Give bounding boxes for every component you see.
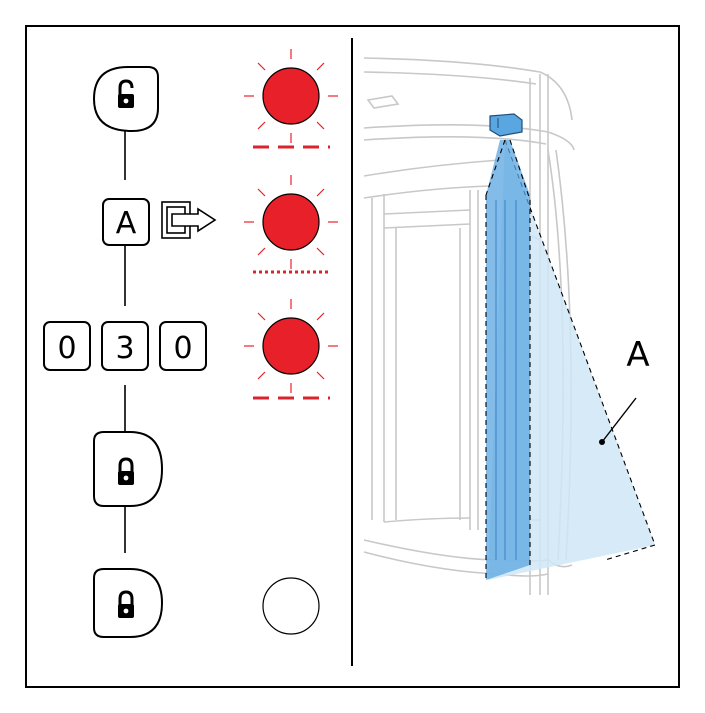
digit-key-1[interactable]: 0 bbox=[43, 321, 91, 371]
zone-label-dot bbox=[599, 439, 605, 445]
lock-button-2[interactable] bbox=[93, 568, 164, 638]
output-arrow-icon bbox=[161, 201, 217, 239]
indicator-light-4 bbox=[262, 577, 320, 635]
key-a-label: A bbox=[116, 206, 137, 241]
digit-key-2[interactable]: 3 bbox=[101, 321, 149, 371]
indicator-light-3 bbox=[243, 298, 339, 400]
digit-key-2-label: 3 bbox=[115, 331, 134, 366]
digit-key-3[interactable]: 0 bbox=[159, 321, 207, 371]
unlock-button[interactable] bbox=[92, 66, 159, 133]
indicator-light-1 bbox=[243, 48, 339, 149]
key-a-button[interactable]: A bbox=[102, 198, 150, 246]
digit-key-3-label: 0 bbox=[173, 331, 192, 366]
padlock-closed-icon bbox=[118, 457, 134, 485]
padlock-open-icon bbox=[118, 79, 134, 108]
revolving-door-illustration: A bbox=[363, 57, 656, 595]
digit-key-1-label: 0 bbox=[57, 331, 76, 366]
sensor-unit bbox=[489, 113, 523, 137]
zone-label-a: A bbox=[626, 335, 649, 375]
lock-button-1[interactable] bbox=[93, 431, 164, 507]
zone-label-leader bbox=[601, 397, 637, 443]
sensor-beam bbox=[486, 140, 530, 580]
padlock-closed-icon bbox=[118, 590, 134, 618]
indicator-light-2 bbox=[243, 174, 339, 274]
